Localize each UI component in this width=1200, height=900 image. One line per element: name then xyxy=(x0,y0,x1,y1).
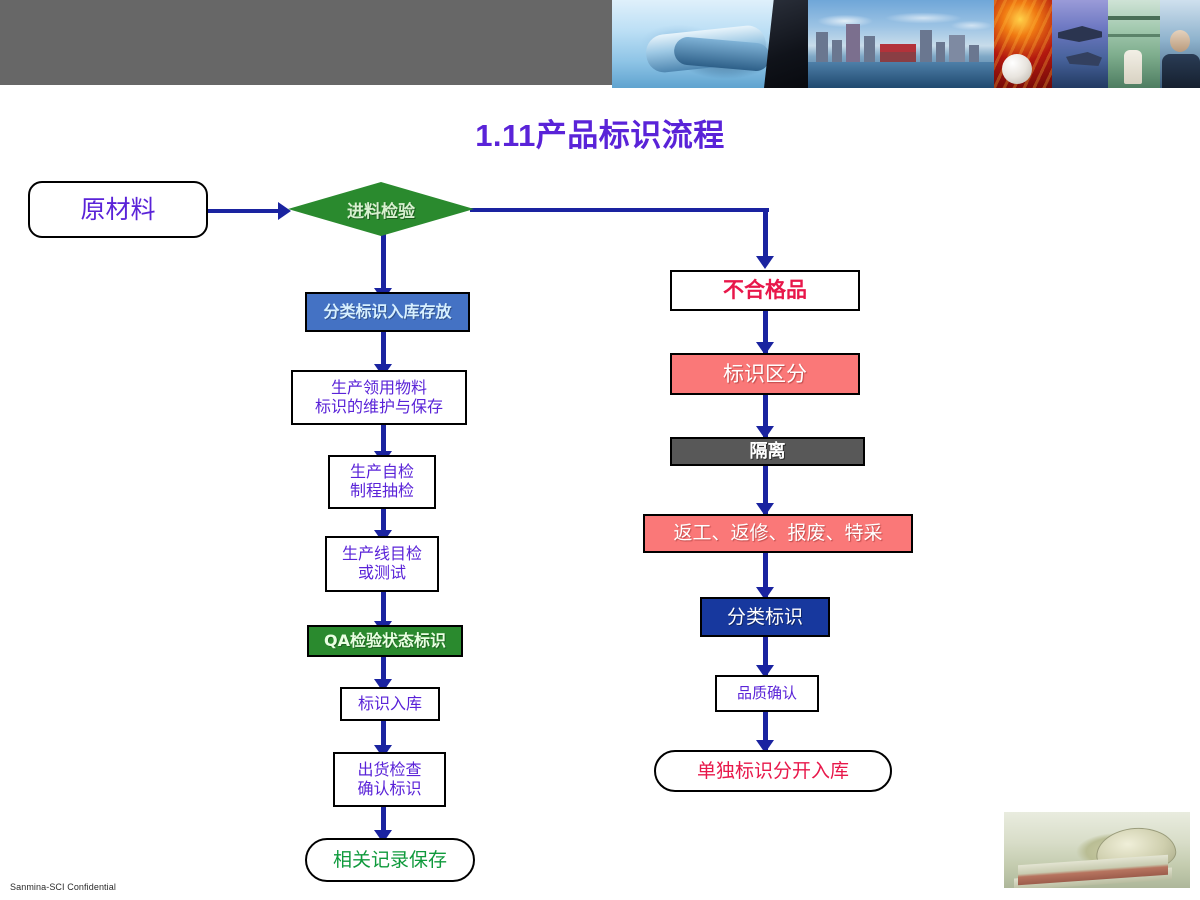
line2: 制程抽检 xyxy=(349,481,414,500)
arrowhead-iqc-to-ng xyxy=(756,256,774,269)
clock-on-books-photo xyxy=(1004,812,1190,888)
arrowhead-rework-to-classify xyxy=(756,587,774,600)
node-production-issue[interactable]: 生产领用物料 标识的维护与保存 xyxy=(291,370,467,425)
node-mark-instock[interactable]: 标识入库 xyxy=(340,687,440,721)
node-raw-material-label: 原材料 xyxy=(80,194,156,224)
node-raw-material[interactable]: 原材料 xyxy=(28,181,208,238)
node-incoming-inspection[interactable]: 进料检验 xyxy=(288,182,474,236)
confidentiality-footer: Sanmina-SCI Confidential xyxy=(10,882,116,892)
node-qa-status-mark[interactable]: QA检验状态标识 xyxy=(307,625,463,657)
connector-shipcheck-to-records xyxy=(381,803,386,835)
handshake-photo xyxy=(612,0,808,88)
connector-mark-to-isolate xyxy=(763,395,768,437)
worker-photo xyxy=(1160,0,1200,88)
connector-classify-to-confirm xyxy=(763,637,768,675)
node-records-kept-label: 相关记录保存 xyxy=(332,848,447,871)
node-production-issue-label: 生产领用物料 标识的维护与保存 xyxy=(314,377,443,417)
arrowhead-ng-to-mark xyxy=(756,342,774,355)
arrowhead-mark-to-isolate xyxy=(756,426,774,439)
arrowhead-raw-to-iqc xyxy=(278,202,291,220)
arrowhead-isolate-to-rework xyxy=(756,503,774,516)
node-line-visual-inspection-label: 生产线目检 或测试 xyxy=(341,544,422,583)
connector-iqc-to-ng-h xyxy=(470,208,769,212)
connector-store-to-issue xyxy=(381,330,386,376)
aircraft-photo xyxy=(1052,0,1108,88)
node-isolate[interactable]: 隔离 xyxy=(670,437,865,466)
line2: 标识的维护与保存 xyxy=(314,396,443,416)
connector-qa-to-instock xyxy=(381,653,386,691)
line2: 或测试 xyxy=(357,563,406,582)
node-incoming-inspection-label: 进料检验 xyxy=(347,201,415,222)
node-separate-storage[interactable]: 单独标识分开入库 xyxy=(654,750,892,792)
connector-rework-to-classify xyxy=(763,553,768,597)
connector-instock-to-shipcheck xyxy=(381,717,386,757)
node-records-kept[interactable]: 相关记录保存 xyxy=(305,838,475,882)
line1: 生产线目检 xyxy=(341,544,422,564)
node-classify-mark[interactable]: 分类标识 xyxy=(700,597,830,637)
connector-confirm-to-separate xyxy=(763,712,768,750)
node-classified-storage[interactable]: 分类标识入库存放 xyxy=(305,292,470,332)
city-skyline-photo xyxy=(808,0,994,88)
node-qa-status-mark-label: QA检验状态标识 xyxy=(324,630,446,650)
node-classify-mark-label: 分类标识 xyxy=(726,605,803,628)
node-rework-scrap-deviation-label: 返工、返修、报废、特采 xyxy=(673,522,883,545)
node-quality-confirm-label: 品质确认 xyxy=(736,683,797,702)
node-rework-scrap-deviation[interactable]: 返工、返修、报废、特采 xyxy=(643,514,913,553)
node-production-selfcheck-label: 生产自检 制程抽检 xyxy=(349,462,414,501)
line1: 生产领用物料 xyxy=(330,377,427,397)
connector-isolate-to-rework xyxy=(763,466,768,514)
node-isolate-label: 隔离 xyxy=(749,440,786,462)
connector-iqc-to-store xyxy=(381,232,386,294)
node-identify-segregate-label: 标识区分 xyxy=(723,361,807,386)
node-identify-segregate[interactable]: 标识区分 xyxy=(670,353,860,395)
line1: 生产自检 xyxy=(349,462,414,482)
node-mark-instock-label: 标识入库 xyxy=(357,693,422,713)
header-photo-strip xyxy=(612,0,1200,88)
line1: 出货检查 xyxy=(357,759,422,779)
node-nonconforming[interactable]: 不合格品 xyxy=(670,270,860,311)
connector-selfcheck-to-linecheck xyxy=(381,508,386,542)
connector-linecheck-to-qa xyxy=(381,590,386,632)
line2: 确认标识 xyxy=(357,778,422,798)
node-quality-confirm[interactable]: 品质确认 xyxy=(715,675,819,712)
page-title: 1.11产品标识流程 xyxy=(475,118,725,153)
header-gray-block xyxy=(0,0,612,85)
node-separate-storage-label: 单独标识分开入库 xyxy=(696,759,849,782)
node-shipping-check[interactable]: 出货检查 确认标识 xyxy=(333,752,446,807)
node-line-visual-inspection[interactable]: 生产线目检 或测试 xyxy=(325,536,439,592)
node-classified-storage-label: 分类标识入库存放 xyxy=(323,301,452,321)
node-nonconforming-label: 不合格品 xyxy=(723,278,807,303)
connector-issue-to-selfcheck xyxy=(381,423,386,463)
arrowhead-classify-to-confirm xyxy=(756,665,774,678)
node-shipping-check-label: 出货检查 确认标识 xyxy=(357,759,422,799)
connector-ng-to-mark xyxy=(763,311,768,353)
industrial-sparks-photo xyxy=(994,0,1052,88)
connector-iqc-to-ng-v xyxy=(763,208,768,260)
connector-raw-to-iqc xyxy=(208,209,280,213)
factory-floor-photo xyxy=(1108,0,1160,88)
node-production-selfcheck[interactable]: 生产自检 制程抽检 xyxy=(328,455,436,509)
